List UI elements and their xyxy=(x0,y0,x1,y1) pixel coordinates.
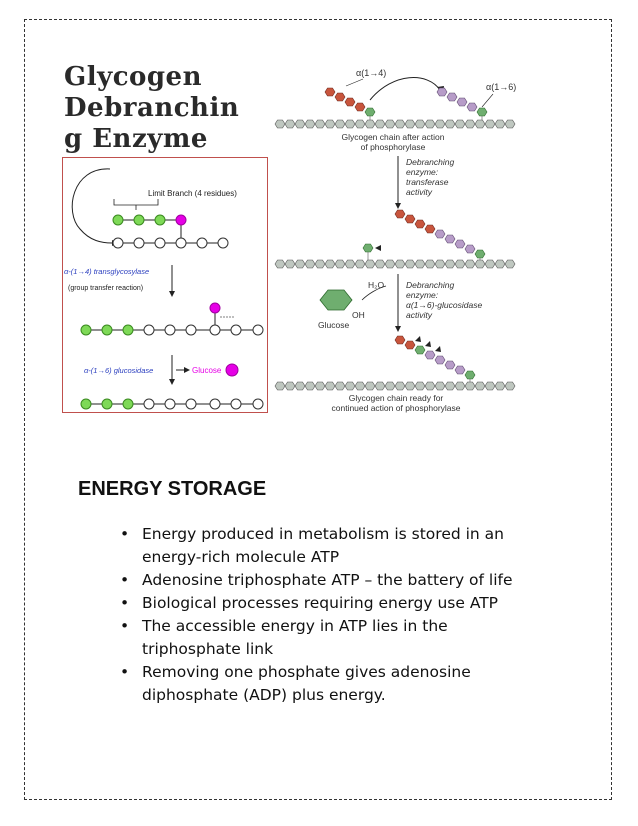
list-item: • Biological processes requiring energy … xyxy=(118,592,558,615)
list-item-line: Energy produced in metabolism is stored … xyxy=(142,525,504,543)
title-line-3: g Enzyme xyxy=(64,124,208,154)
title-line-2: Debranchin xyxy=(64,93,240,123)
title-line-1: Glycogen xyxy=(64,62,202,92)
bullet-list: • Energy produced in metabolism is store… xyxy=(118,523,558,707)
alpha16-label: α(1→6) xyxy=(486,82,516,92)
bullet-icon: • xyxy=(120,571,130,589)
list-item-line: diphosphate (ADP) plus energy. xyxy=(142,686,386,704)
branch-right-top xyxy=(436,87,488,122)
list-item: • Removing one phosphate gives adenosine… xyxy=(118,661,558,707)
branch-left-top xyxy=(324,87,376,122)
branch-bottom xyxy=(394,335,476,384)
free-glucose xyxy=(225,363,239,377)
glucose-product-label: Glucose xyxy=(318,320,349,330)
main-chain-row-1 xyxy=(112,237,229,249)
branch-row-1 xyxy=(112,214,187,243)
debranching-mechanism-figure: Limit Branch (4 residues) α-(1→4) transg… xyxy=(62,157,268,413)
transfer-arrow xyxy=(71,168,113,244)
step2-line-1: Debranching xyxy=(406,280,454,290)
caption-1-line-1: Glycogen chain after action xyxy=(341,132,444,142)
list-item-line: Adenosine triphosphate ATP – the battery… xyxy=(142,571,513,589)
list-item-line: Removing one phosphate gives adenosine xyxy=(142,663,471,681)
branch-middle xyxy=(394,209,486,262)
curved-arrow-top xyxy=(369,77,441,101)
page-border xyxy=(24,19,612,800)
glucose-residue xyxy=(112,214,124,226)
list-item-line: triphosphate link xyxy=(142,640,274,658)
caption-1-line-2: of phosphorylase xyxy=(361,142,426,152)
step1-arrowhead xyxy=(169,291,175,297)
list-item-line: The accessible energy in ATP lies in the xyxy=(142,617,448,635)
step1-line-2: enzyme: xyxy=(406,167,439,177)
limit-branch-label: Limit Branch (4 residues) xyxy=(148,189,237,198)
enzyme1-sublabel: (group transfer reaction) xyxy=(68,285,143,292)
list-item: • Energy produced in metabolism is store… xyxy=(118,523,558,569)
list-item: • Adenosine triphosphate ATP – the batte… xyxy=(118,569,558,592)
oh-label: OH xyxy=(352,310,365,320)
step2-line-2: enzyme: xyxy=(406,290,439,300)
branch-point-residue xyxy=(175,214,187,226)
list-item-line: energy-rich molecule ATP xyxy=(142,548,340,566)
bullet-icon: • xyxy=(120,525,130,543)
page-title: Glycogen Debranchin g Enzyme xyxy=(64,62,239,155)
glucose-residue xyxy=(154,214,166,226)
glucose-residue xyxy=(133,214,145,226)
list-item: • The accessible energy in ATP lies in t… xyxy=(118,615,558,661)
step1-line-1: Debranching xyxy=(406,157,454,167)
phosphorylase-debranching-figure: α(1→4) α(1→6) Glycogen chain after actio… xyxy=(274,68,516,413)
section-heading: ENERGY STORAGE xyxy=(78,478,267,500)
main-chain-middle xyxy=(274,259,516,269)
water-label: H₂O xyxy=(368,280,384,290)
list-item-line: Biological processes requiring energy us… xyxy=(142,594,499,612)
caption-2-line-1: Glycogen chain ready for xyxy=(349,393,444,403)
step1-line-4: activity xyxy=(406,187,433,197)
glucose-hexagon xyxy=(319,289,353,311)
enzyme2-label: α-(1→6) glucosidase xyxy=(84,366,153,375)
step2-line-3: α(1→6)-glucosidase xyxy=(406,300,482,310)
main-chain-bottom xyxy=(274,381,516,391)
step2-arrowhead xyxy=(169,379,175,385)
limit-branch-brace xyxy=(113,199,159,210)
single-branch-residue xyxy=(362,243,374,253)
glucose-product-label: Glucose xyxy=(192,366,222,375)
bullet-icon: • xyxy=(120,617,130,635)
step1-line-3: transferase xyxy=(406,177,449,187)
step2-line-4: activity xyxy=(406,310,433,320)
enzyme1-label: α-(1→4) transglycosylase xyxy=(64,267,149,276)
chain-row-3 xyxy=(80,398,264,410)
bullet-icon: • xyxy=(120,594,130,612)
caption-2-line-2: continued action of phosphorylase xyxy=(331,403,460,413)
alpha14-label: α(1→4) xyxy=(356,68,386,78)
chain-row-2 xyxy=(80,302,264,336)
main-chain-top xyxy=(274,119,516,129)
bullet-icon: • xyxy=(120,663,130,681)
glucose-release-arrowhead xyxy=(184,367,190,373)
